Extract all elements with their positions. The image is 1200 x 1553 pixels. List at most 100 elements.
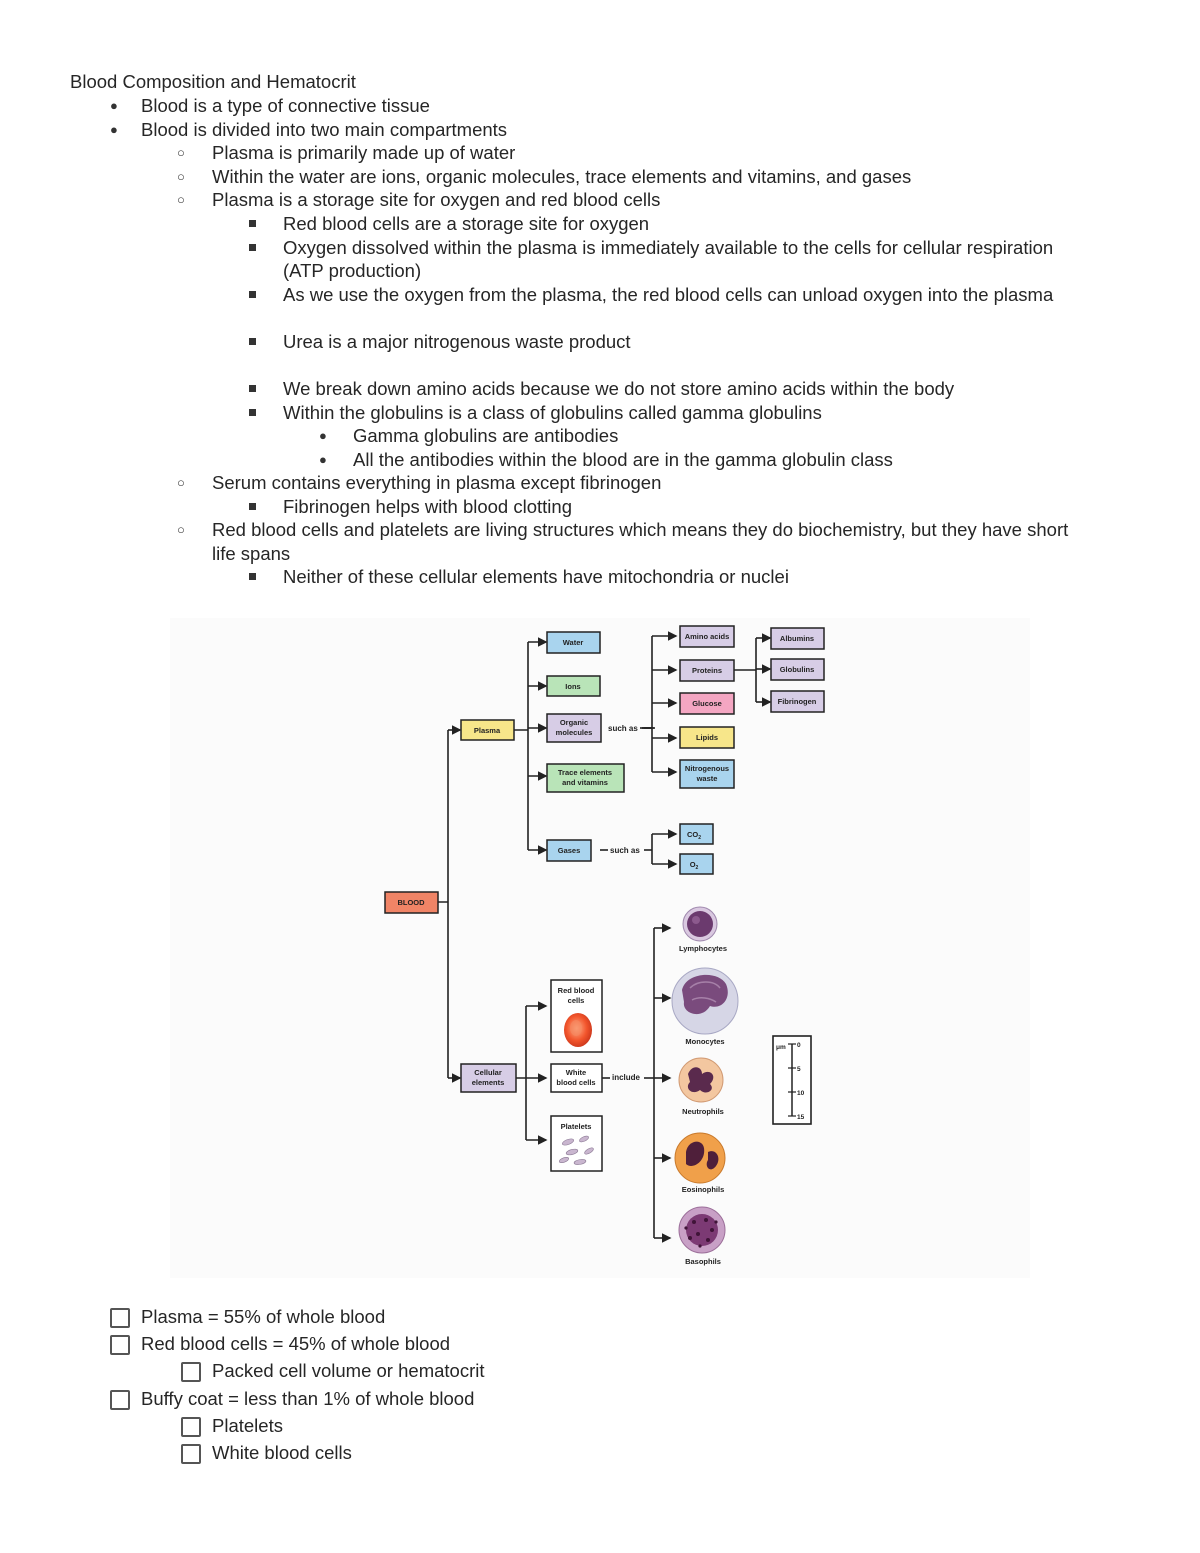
outline-item: All the antibodies within the blood are … [353, 449, 893, 470]
svg-text:Cellular: Cellular [474, 1068, 502, 1077]
checklist-item: Buffy coat = less than 1% of whole blood [141, 1388, 475, 1409]
basophil-illustration [678, 1206, 726, 1254]
trace-elements-box: Trace elements and vitamins [546, 763, 625, 793]
bullet-circle: ○ [177, 522, 185, 537]
bullet-square [249, 338, 256, 345]
svg-text:Organic: Organic [560, 718, 588, 727]
svg-text:Fibrinogen: Fibrinogen [778, 697, 817, 706]
outline-item: Neither of these cellular elements have … [283, 566, 789, 587]
neutrophils-label: Neutrophils [682, 1107, 724, 1116]
checkbox[interactable] [181, 1444, 201, 1464]
bullet-circle: ○ [177, 192, 185, 207]
bullet-circle: ○ [177, 169, 185, 184]
glucose-box: Glucose [679, 692, 735, 715]
organic-molecules-box: Organic molecules [546, 713, 602, 743]
svg-text:Plasma: Plasma [474, 726, 501, 735]
monocytes-label: Monocytes [685, 1037, 724, 1046]
lymphocyte-illustration [682, 906, 718, 942]
svg-text:Nitrogenous: Nitrogenous [685, 764, 729, 773]
svg-text:5: 5 [797, 1066, 801, 1073]
outline-item: Fibrinogen helps with blood clotting [283, 496, 572, 517]
such-as-label: such as [610, 846, 640, 855]
proteins-box: Proteins [679, 659, 735, 682]
checkbox[interactable] [110, 1308, 130, 1328]
svg-text:molecules: molecules [556, 728, 593, 737]
checklist-item: White blood cells [212, 1442, 352, 1463]
amino-acids-box: Amino acids [679, 625, 735, 648]
bullet-disc: ● [319, 428, 327, 443]
monocyte-illustration [671, 967, 739, 1035]
plasma-box: Plasma [460, 719, 515, 741]
eosinophil-illustration [674, 1132, 726, 1184]
checkbox[interactable] [110, 1335, 130, 1355]
svg-text:Globulins: Globulins [780, 665, 815, 674]
svg-text:Lipids: Lipids [696, 733, 718, 742]
checklist-item: Packed cell volume or hematocrit [212, 1360, 485, 1381]
svg-text:Red blood: Red blood [558, 986, 595, 995]
blood-composition-diagram: such as such as include BLOOD Plasma Wat… [170, 618, 1030, 1278]
bullet-square [249, 220, 256, 227]
svg-text:Proteins: Proteins [692, 666, 722, 675]
cellular-elements-box: Cellular elements [460, 1063, 517, 1093]
ions-box: Ions [546, 675, 601, 697]
outline-item: Blood is a type of connective tissue [141, 95, 430, 116]
checkbox[interactable] [181, 1362, 201, 1382]
bullet-disc: ● [110, 122, 118, 137]
page-title: Blood Composition and Hematocrit [70, 71, 356, 92]
outline-item: Within the water are ions, organic molec… [212, 166, 912, 187]
svg-text:waste: waste [696, 774, 718, 783]
outline-item-continued: (ATP production) [283, 260, 422, 281]
fibrinogen-box: Fibrinogen [770, 690, 825, 713]
bullet-disc: ● [110, 98, 118, 113]
micrometer-scale: μm 0 5 10 15 [772, 1035, 812, 1125]
outline-item: Within the globulins is a class of globu… [283, 402, 822, 423]
outline-item: Blood is divided into two main compartme… [141, 119, 508, 140]
outline-item: As we use the oxygen from the plasma, th… [283, 284, 1054, 305]
bullet-square [249, 409, 256, 416]
svg-text:10: 10 [797, 1090, 805, 1097]
globulins-box: Globulins [770, 658, 825, 681]
checklist-item: Red blood cells = 45% of whole blood [141, 1333, 451, 1354]
lipids-box: Lipids [679, 726, 735, 749]
svg-text:White: White [566, 1068, 586, 1077]
bullet-square [249, 385, 256, 392]
nitrogenous-waste-box: Nitrogenous waste [679, 759, 735, 789]
svg-text:Glucose: Glucose [692, 699, 722, 708]
water-box: Water [546, 631, 601, 654]
svg-text:CO2: CO2 [687, 830, 701, 841]
blood-box: BLOOD [384, 891, 439, 914]
eosinophils-label: Eosinophils [682, 1185, 725, 1194]
svg-text:and vitamins: and vitamins [562, 778, 608, 787]
svg-text:15: 15 [797, 1114, 805, 1121]
gases-box: Gases [546, 839, 592, 862]
svg-text:Ions: Ions [565, 682, 580, 691]
outline-item: Plasma is primarily made up of water [212, 142, 516, 163]
svg-text:Water: Water [563, 638, 584, 647]
outline-item: Oxygen dissolved within the plasma is im… [283, 237, 1054, 258]
svg-text:Trace elements: Trace elements [558, 768, 612, 777]
red-blood-cells-box: Red blood cells [550, 979, 603, 1053]
svg-text:0: 0 [797, 1042, 801, 1049]
platelets-illustration [558, 1135, 594, 1165]
outline-item-continued: life spans [212, 543, 291, 564]
o2-box: O2 [679, 853, 714, 875]
outline-item: Serum contains everything in plasma exce… [212, 472, 662, 493]
svg-text:Platelets: Platelets [561, 1122, 592, 1131]
checkbox[interactable] [110, 1390, 130, 1410]
such-as-label: such as [608, 724, 638, 733]
bullet-square [249, 244, 256, 251]
bullet-circle: ○ [177, 145, 185, 160]
co2-box: CO2 [679, 823, 714, 845]
bullet-square [249, 503, 256, 510]
svg-text:elements: elements [472, 1078, 505, 1087]
checklist-item: Platelets [212, 1415, 283, 1436]
outline-item: Urea is a major nitrogenous waste produc… [283, 331, 631, 352]
checkbox[interactable] [181, 1417, 201, 1437]
svg-text:μm: μm [776, 1044, 786, 1051]
svg-text:O2: O2 [690, 860, 699, 871]
neutrophil-illustration [678, 1057, 724, 1103]
svg-text:cells: cells [568, 996, 585, 1005]
include-label: include [612, 1073, 641, 1082]
outline-item: We break down amino acids because we do … [283, 378, 955, 399]
white-blood-cells-box: White blood cells [550, 1063, 603, 1093]
